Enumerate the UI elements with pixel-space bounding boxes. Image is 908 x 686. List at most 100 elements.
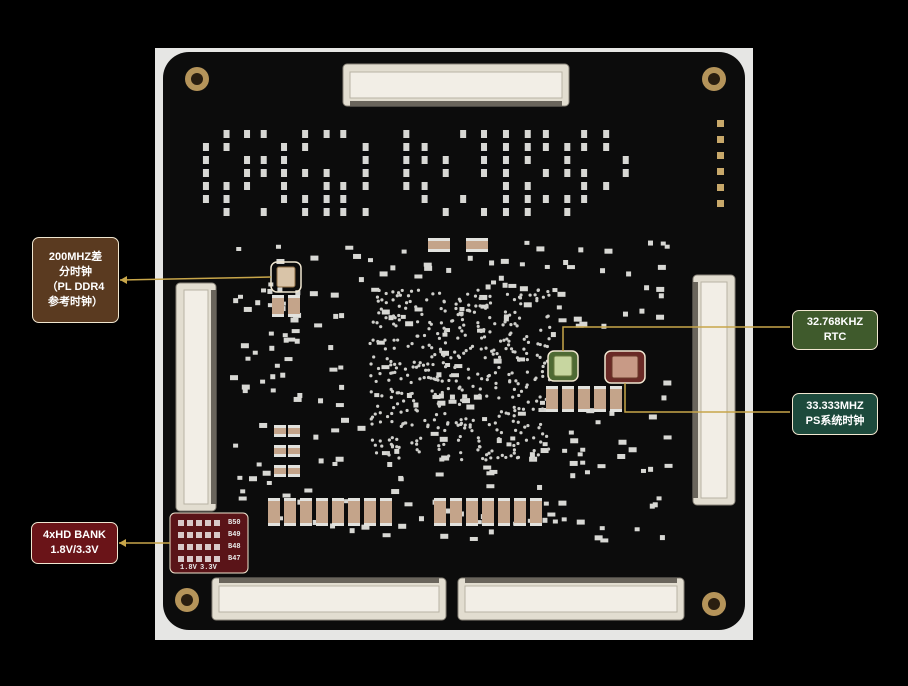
smd-pad	[581, 195, 588, 203]
via	[538, 395, 542, 399]
smd-pad	[564, 143, 571, 151]
via	[394, 324, 398, 328]
smd-pad	[260, 130, 267, 138]
smd-pad	[437, 400, 446, 406]
via	[508, 313, 512, 317]
smd-pad	[380, 498, 392, 526]
smd-pad	[281, 156, 288, 164]
smd-pad	[485, 284, 491, 290]
smd-pad	[656, 496, 662, 501]
via	[370, 422, 374, 426]
smd-pad	[580, 460, 586, 465]
via	[460, 457, 464, 462]
smd-pad	[562, 386, 574, 389]
via	[498, 339, 503, 343]
via	[454, 302, 458, 306]
smd-pad	[244, 130, 251, 138]
smd-pad	[617, 453, 626, 459]
smd-pad	[302, 169, 309, 177]
smd-pad	[214, 532, 220, 538]
smd-pad	[440, 350, 449, 356]
via	[517, 316, 522, 320]
smd-pad	[594, 535, 603, 541]
smd-pad	[460, 195, 467, 203]
smd-pad	[421, 182, 428, 190]
via	[546, 289, 550, 294]
via	[397, 391, 401, 395]
smd-pad	[656, 314, 665, 320]
via	[406, 294, 411, 298]
smd-pad	[424, 265, 433, 271]
via	[400, 391, 404, 396]
via	[480, 377, 484, 381]
smd-pad	[564, 156, 571, 164]
via	[497, 396, 501, 400]
smd-pad	[275, 244, 281, 249]
smd-pad	[288, 474, 300, 477]
via	[378, 411, 382, 415]
via	[371, 338, 375, 342]
smd-pad	[481, 208, 488, 216]
callout-ps-line1: 33.333MHZ	[806, 400, 864, 412]
smd-pad	[421, 143, 428, 151]
smd-pad	[498, 275, 504, 281]
smd-pad	[340, 417, 349, 423]
smd-pad	[362, 156, 369, 164]
via	[415, 448, 419, 452]
via	[417, 450, 421, 454]
smd-pad	[241, 384, 250, 390]
smd-pad	[450, 523, 462, 526]
smd-pad	[578, 247, 584, 253]
via	[454, 421, 458, 425]
via	[494, 381, 498, 385]
smd-pad	[335, 456, 344, 462]
smd-pad	[564, 208, 571, 216]
via	[399, 410, 403, 414]
via	[523, 425, 527, 429]
via	[525, 370, 530, 374]
via	[436, 332, 440, 336]
via	[375, 295, 380, 299]
via	[397, 313, 401, 318]
smd-pad	[316, 523, 328, 526]
smd-pad	[382, 533, 391, 538]
smd-pad	[628, 447, 637, 453]
via	[397, 318, 401, 322]
via	[376, 366, 381, 371]
smd-pad	[237, 475, 243, 480]
via	[467, 308, 471, 312]
smd-pad	[374, 393, 380, 398]
smd-pad	[339, 313, 345, 319]
smd-pad	[364, 523, 376, 526]
via	[468, 346, 473, 350]
via	[425, 298, 429, 302]
smd-pad	[640, 468, 646, 473]
smd-pad	[467, 255, 473, 261]
via	[376, 339, 380, 344]
smd-pad	[664, 463, 673, 468]
via	[497, 414, 501, 418]
smd-pad	[196, 556, 202, 562]
smd-pad	[245, 356, 251, 361]
via	[446, 386, 450, 391]
via	[402, 399, 406, 403]
smd-pad	[579, 321, 588, 327]
smd-pad	[542, 195, 549, 203]
smd-pad	[270, 388, 276, 393]
smd-pad	[658, 293, 664, 299]
via	[404, 306, 408, 310]
smd-pad	[449, 394, 455, 400]
smd-pad	[561, 517, 567, 522]
via	[391, 298, 395, 302]
smd-pad	[514, 523, 526, 526]
via	[504, 347, 508, 351]
via	[392, 338, 396, 342]
smd-pad	[362, 182, 369, 190]
smd-pad	[656, 286, 665, 292]
via	[391, 314, 396, 318]
smd-pad	[508, 283, 517, 288]
smd-pad	[205, 544, 211, 550]
via	[502, 338, 506, 342]
via	[535, 353, 539, 357]
via	[503, 320, 507, 324]
